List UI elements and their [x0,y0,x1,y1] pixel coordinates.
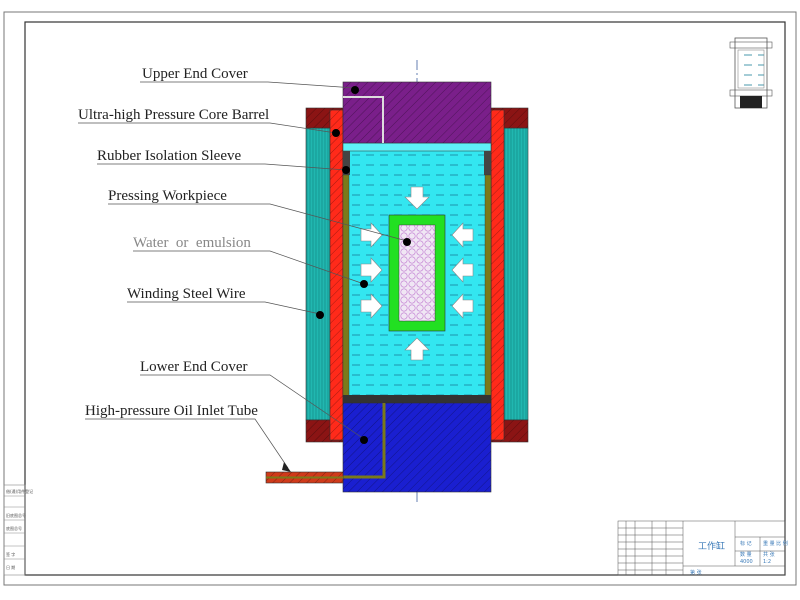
label-upper-end-cover: Upper End Cover [142,66,248,82]
scale-value: 1:2 [763,559,771,565]
callout-dots [316,86,411,444]
pressure-arrows [360,186,474,361]
side-strip-text: 日 期 [6,564,15,570]
leader-arrowhead-icon [282,462,291,472]
arrow-left-icon [451,222,474,248]
weight-value: 4000 [740,559,753,565]
label-core-barrel: Ultra-high Pressure Core Barrel [78,107,269,123]
side-strip: 借(通)用件登记 旧底图总号 底图总号 签 字 日 期 [3,484,33,576]
side-strip-text: 借(通)用件登记 [6,488,33,494]
label-rubber-sleeve: Rubber Isolation Sleeve [97,148,241,164]
rubber-sleeve-right [484,151,491,175]
vent-channel [343,96,384,143]
liner-right [484,174,492,401]
inner-border [24,21,786,576]
arrow-right-icon [360,257,383,283]
thumbnail-view [729,37,773,109]
title-cell: 重 量 比 例 [763,540,788,547]
oil-channel [343,403,386,479]
side-strip-text: 签 字 [6,551,15,557]
liner-left [342,174,350,401]
drawing-name: 工作缸 [698,540,725,552]
top-seal [342,142,492,152]
arrow-right-icon [360,293,383,319]
title-cell: 数 量 [740,551,752,558]
side-strip-text: 底图总号 [6,525,22,531]
title-cell: 第 张 [690,569,702,576]
arrow-right-icon [360,222,383,248]
arrow-left-icon [451,257,474,283]
arrow-left-icon [451,293,474,319]
rubber-sleeve-left [343,151,350,175]
outer-border [3,11,797,586]
arrow-down-icon [404,186,430,210]
side-strip-text: 旧底图总号 [6,512,26,518]
title-block [617,520,786,576]
label-lower-end-cover: Lower End Cover [140,359,247,375]
label-water: Water or emulsion [133,235,251,251]
label-workpiece: Pressing Workpiece [108,188,227,204]
label-winding-wire: Winding Steel Wire [127,286,246,302]
title-cell: 标 记 [740,540,752,547]
title-cell: 共 张 [763,551,775,558]
leader-lines [78,81,408,469]
label-oil-inlet: High-pressure Oil Inlet Tube [85,403,258,419]
arrow-up-icon [404,337,430,361]
bottom-seal [343,395,491,403]
